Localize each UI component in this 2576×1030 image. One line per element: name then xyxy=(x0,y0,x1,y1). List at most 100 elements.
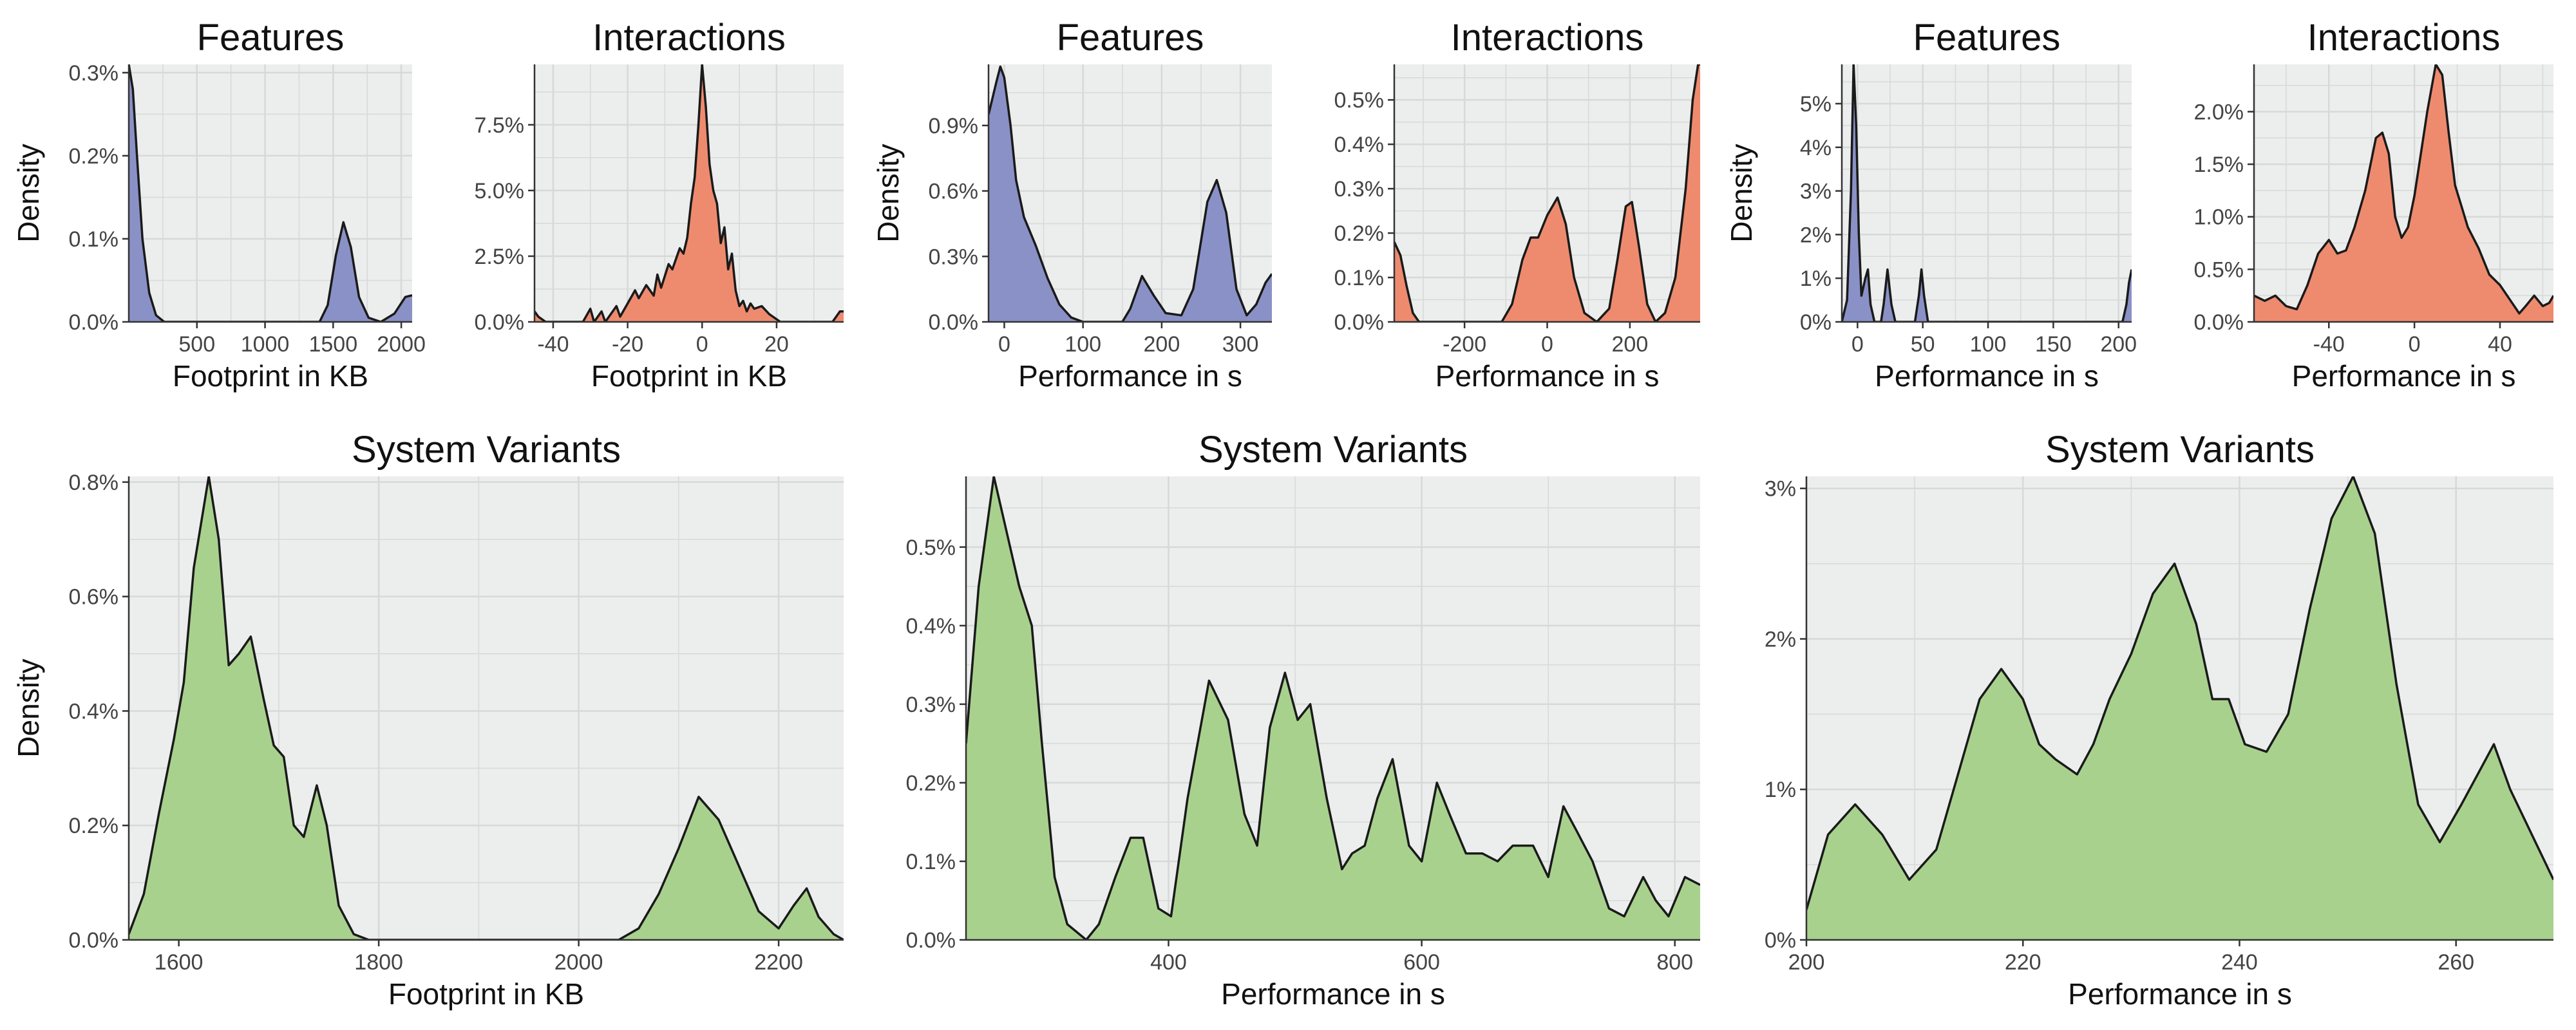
y-tick-label: 0% xyxy=(1765,928,1796,953)
y-tick-label: 1% xyxy=(1800,267,1832,291)
y-tick-label: 0.3% xyxy=(906,693,956,717)
y-tick-label: 0.0% xyxy=(2194,310,2244,335)
density-line xyxy=(966,476,1700,940)
y-tick-label: 2% xyxy=(1800,223,1832,247)
y-tick-label: 0.9% xyxy=(929,114,979,138)
chart-title: System Variants xyxy=(2045,429,2315,471)
y-tick-label: 2% xyxy=(1765,627,1796,651)
x-axis-label: Performance in s xyxy=(1018,359,1242,393)
density-area xyxy=(535,64,844,322)
chart-title: Features xyxy=(1057,17,1204,59)
density-line xyxy=(535,64,844,322)
y-tick-label: 0.4% xyxy=(1334,133,1385,157)
x-tick-label: 240 xyxy=(2221,950,2258,975)
x-tick-label: 1600 xyxy=(155,950,204,975)
density-area xyxy=(1806,476,2553,940)
x-tick-label: 200 xyxy=(1144,332,1180,357)
y-tick-label: 0.2% xyxy=(1334,221,1385,246)
x-axis-label: Footprint in KB xyxy=(591,359,787,393)
density-line xyxy=(2254,64,2553,315)
x-tick-label: -40 xyxy=(2313,332,2345,357)
y-axis-label: Density xyxy=(1725,144,1758,242)
y-tick-label: 0.6% xyxy=(69,585,119,610)
density-line xyxy=(129,64,412,322)
y-tick-label: 0.3% xyxy=(929,245,979,269)
x-tick-label: 0 xyxy=(998,332,1010,357)
y-tick-label: 0.0% xyxy=(69,928,119,953)
x-tick-label: 0 xyxy=(1852,332,1864,357)
density-line xyxy=(1394,64,1700,322)
y-tick-label: 0.5% xyxy=(1334,88,1385,113)
chart-title: System Variants xyxy=(352,429,621,471)
y-tick-label: 0.2% xyxy=(69,814,119,838)
x-tick-label: 1800 xyxy=(354,950,403,975)
x-tick-label: 800 xyxy=(1656,950,1693,975)
x-axis-label: Performance in s xyxy=(1221,977,1445,1011)
x-tick-label: 200 xyxy=(1788,950,1825,975)
plot-area xyxy=(129,64,412,322)
y-tick-label: 7.5% xyxy=(475,113,525,138)
x-tick-label: 300 xyxy=(1222,332,1259,357)
x-tick-label: -20 xyxy=(612,332,643,357)
density-area xyxy=(966,476,1700,940)
y-tick-label: 2.5% xyxy=(475,245,525,269)
y-axis-label: Density xyxy=(12,144,45,242)
y-tick-label: 3% xyxy=(1800,180,1832,204)
y-tick-label: 0.2% xyxy=(69,144,119,169)
y-tick-label: 0.1% xyxy=(69,227,119,252)
x-tick-label: 260 xyxy=(2438,950,2474,975)
x-tick-label: -40 xyxy=(537,332,569,357)
density-line xyxy=(129,476,844,940)
x-tick-label: 40 xyxy=(2488,332,2512,357)
x-axis-label: Performance in s xyxy=(2068,977,2292,1011)
x-tick-label: 2200 xyxy=(754,950,803,975)
y-tick-label: 0% xyxy=(1800,310,1832,335)
x-tick-label: -200 xyxy=(1443,332,1486,357)
x-tick-label: 1000 xyxy=(241,332,290,357)
x-tick-label: 400 xyxy=(1150,950,1187,975)
x-tick-label: 200 xyxy=(2100,332,2137,357)
y-tick-label: 0.2% xyxy=(906,771,956,796)
y-tick-label: 0.4% xyxy=(69,699,119,724)
density-line xyxy=(989,65,1272,322)
y-tick-label: 0.3% xyxy=(1334,177,1385,201)
chart-title: Interactions xyxy=(1451,17,1644,59)
y-tick-label: 0.4% xyxy=(906,614,956,639)
y-tick-label: 0.0% xyxy=(475,310,525,335)
x-tick-label: 600 xyxy=(1403,950,1440,975)
x-tick-label: 1500 xyxy=(308,332,357,357)
y-tick-label: 0.0% xyxy=(906,928,956,953)
y-tick-label: 5% xyxy=(1800,92,1832,117)
y-tick-label: 1% xyxy=(1765,778,1796,802)
x-axis-label: Performance in s xyxy=(1435,359,1660,393)
y-axis-label: Density xyxy=(12,659,45,757)
x-axis-label: Footprint in KB xyxy=(388,977,584,1011)
x-tick-label: 0 xyxy=(2409,332,2421,357)
y-tick-label: 0.0% xyxy=(69,310,119,335)
density-area xyxy=(129,64,412,322)
y-tick-label: 0.5% xyxy=(906,536,956,560)
x-tick-label: 50 xyxy=(1911,332,1935,357)
x-tick-label: 100 xyxy=(1970,332,2007,357)
y-tick-label: 0.1% xyxy=(1334,266,1385,290)
y-tick-label: 5.0% xyxy=(475,179,525,203)
y-tick-label: 0.6% xyxy=(929,180,979,204)
x-tick-label: 2000 xyxy=(554,950,603,975)
y-tick-label: 4% xyxy=(1800,136,1832,160)
y-tick-label: 0.3% xyxy=(69,61,119,86)
chart-title: Features xyxy=(197,17,345,59)
chart-title: Interactions xyxy=(2307,17,2501,59)
y-tick-label: 2.0% xyxy=(2194,100,2244,124)
chart-title: Features xyxy=(1913,17,2061,59)
x-axis-label: Performance in s xyxy=(2292,359,2516,393)
density-area xyxy=(2254,64,2553,322)
chart-title: System Variants xyxy=(1198,429,1468,471)
